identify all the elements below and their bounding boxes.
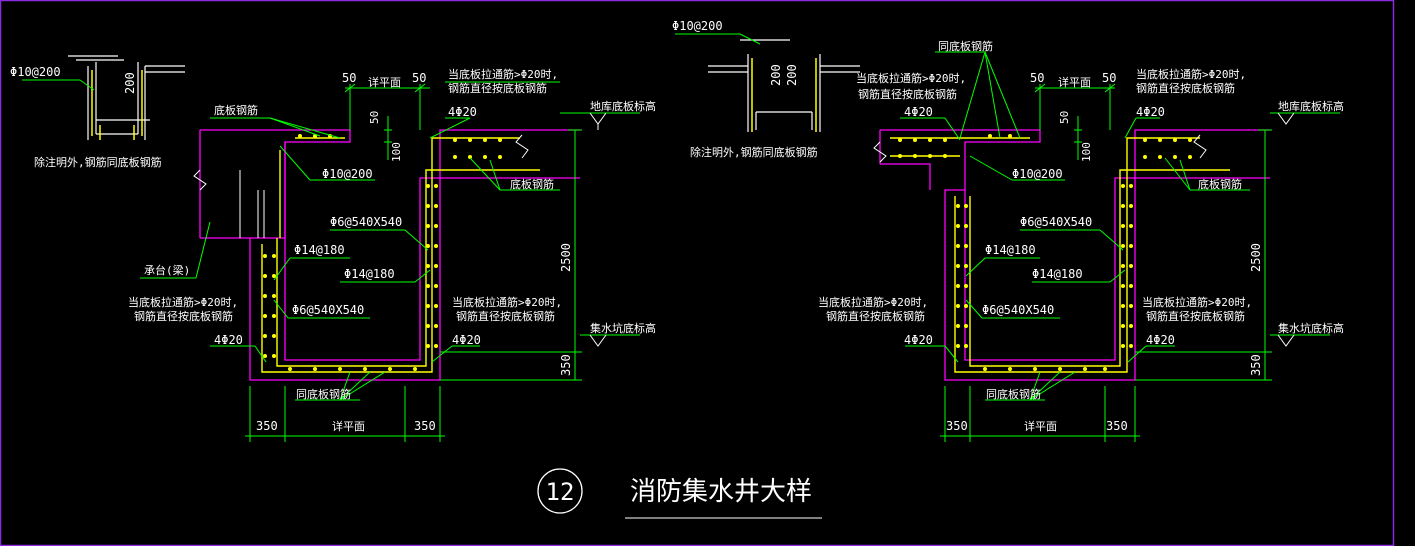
right-label-4phi20-top-right: 4Φ20 <box>1136 105 1165 119</box>
right-dim-350-v: 350 <box>1249 354 1263 376</box>
right-dim-50-left: 50 <box>1030 71 1044 85</box>
right-label-note-right2: 钢筋直径按底板钢筋 <box>1146 309 1245 323</box>
right-label-phi10-200: Φ10@200 <box>1012 167 1063 181</box>
left-rebar-dots <box>263 134 502 371</box>
left-label-pit-elev: 集水坑底标高 <box>590 321 656 335</box>
right-dim-350-right: 350 <box>1106 419 1128 433</box>
title-text: 消防集水井大样 <box>630 477 812 507</box>
right-label-4phi20-top-left: 4Φ20 <box>904 105 933 119</box>
left-label-phi6-left: Φ6@540X540 <box>292 303 364 317</box>
right-label-bottom-rebar: 底板钢筋 <box>1198 177 1242 191</box>
left-dim-plan: 详平面 <box>368 75 401 89</box>
right-callout-label: Φ10@200 <box>672 19 723 33</box>
right-label-phi14-left: Φ14@180 <box>985 243 1036 257</box>
right-dim-plan-bottom: 详平面 <box>1024 419 1057 433</box>
right-label-same-rebar: 同底板钢筋 <box>986 387 1041 401</box>
left-label-note-left: 当底板拉通筋>Φ20时, <box>128 295 238 309</box>
left-dim-50-right: 50 <box>412 71 426 85</box>
left-label-floor-elev: 地库底板标高 <box>590 99 656 113</box>
right-callout-dim1: 200 <box>769 64 783 86</box>
left-label-note-top2: 钢筋直径按底板钢筋 <box>448 81 547 95</box>
right-label-note-top-right: 当底板拉通筋>Φ20时, <box>1136 67 1246 81</box>
drawing-title: 12 消防集水井大样 <box>537 468 822 519</box>
left-label-bottom-rebar-right: 底板钢筋 <box>510 177 554 191</box>
left-dim-plan-bottom: 详平面 <box>332 419 365 433</box>
right-label-note-top-right2: 钢筋直径按底板钢筋 <box>1136 81 1235 95</box>
left-dim-100: 100 <box>390 142 403 162</box>
right-label-phi14-right: Φ14@180 <box>1032 267 1083 281</box>
left-pit-concrete <box>199 129 580 381</box>
right-label-note-top2: 钢筋直径按底板钢筋 <box>858 87 957 101</box>
left-callout-sketch <box>68 55 185 140</box>
right-label-phi6-left: Φ6@540X540 <box>982 303 1054 317</box>
left-label-cap-beam: 承台(梁) <box>144 263 190 277</box>
left-label-4phi20-right: 4Φ20 <box>452 333 481 347</box>
left-label-bottom-rebar: 底板钢筋 <box>214 103 258 117</box>
title-number-circle <box>537 468 583 514</box>
right-label-4phi20-right: 4Φ20 <box>1146 333 1175 347</box>
title-number: 12 <box>546 478 575 506</box>
right-note-except: 除注明外,钢筋同底板钢筋 <box>690 145 818 159</box>
left-label-phi10-200: Φ10@200 <box>322 167 373 181</box>
left-label-4phi20-top: 4Φ20 <box>448 105 477 119</box>
left-dim-350-left: 350 <box>256 419 278 433</box>
right-callout-dim2: 200 <box>785 64 799 86</box>
left-label-phi14-left: Φ14@180 <box>294 243 345 257</box>
left-dim-350-right: 350 <box>414 419 436 433</box>
left-label-note-right: 当底板拉通筋>Φ20时, <box>452 295 562 309</box>
right-dim-50-right: 50 <box>1102 71 1116 85</box>
right-label-same-rebar-top: 同底板钢筋 <box>938 39 993 53</box>
left-detail: Φ10@200 200 除注明外,钢筋同底板钢筋 <box>10 55 656 442</box>
right-label-note-right: 当底板拉通筋>Φ20时, <box>1142 295 1252 309</box>
left-dim-50-left: 50 <box>342 71 356 85</box>
left-label-4phi20-left: 4Φ20 <box>214 333 243 347</box>
right-label-note-left: 当底板拉通筋>Φ20时, <box>818 295 928 309</box>
right-detail: Φ10@200 200 200 除注明外,钢筋同底板钢筋 <box>672 19 1344 442</box>
left-label-same-rebar: 同底板钢筋 <box>296 387 351 401</box>
left-dim-2500: 2500 <box>559 243 573 272</box>
right-label-pit-elev: 集水坑底标高 <box>1278 321 1344 335</box>
left-dim-350-v: 350 <box>559 354 573 376</box>
right-dim-plan: 详平面 <box>1058 75 1091 89</box>
left-label-note-right2: 钢筋直径按底板钢筋 <box>456 309 555 323</box>
left-callout-label: Φ10@200 <box>10 65 61 79</box>
right-label-note-top: 当底板拉通筋>Φ20时, <box>856 71 966 85</box>
left-label-phi6-right: Φ6@540X540 <box>330 215 402 229</box>
right-label-note-left2: 钢筋直径按底板钢筋 <box>826 309 925 323</box>
left-dim-50-small: 50 <box>368 111 381 124</box>
right-label-floor-elev: 地库底板标高 <box>1278 99 1344 113</box>
right-dim-50-small: 50 <box>1058 111 1071 124</box>
left-label-note-top: 当底板拉通筋>Φ20时, <box>448 67 558 81</box>
right-dim-2500: 2500 <box>1249 243 1263 272</box>
left-callout-dim: 200 <box>123 72 137 94</box>
right-dim-100: 100 <box>1080 142 1093 162</box>
left-rebar-cage <box>261 137 540 373</box>
left-note-except: 除注明外,钢筋同底板钢筋 <box>34 155 162 169</box>
right-dim-350-left: 350 <box>946 419 968 433</box>
left-label-phi14-right: Φ14@180 <box>344 267 395 281</box>
right-label-4phi20-left: 4Φ20 <box>904 333 933 347</box>
left-label-note-left2: 钢筋直径按底板钢筋 <box>134 309 233 323</box>
right-label-phi6-right: Φ6@540X540 <box>1020 215 1092 229</box>
